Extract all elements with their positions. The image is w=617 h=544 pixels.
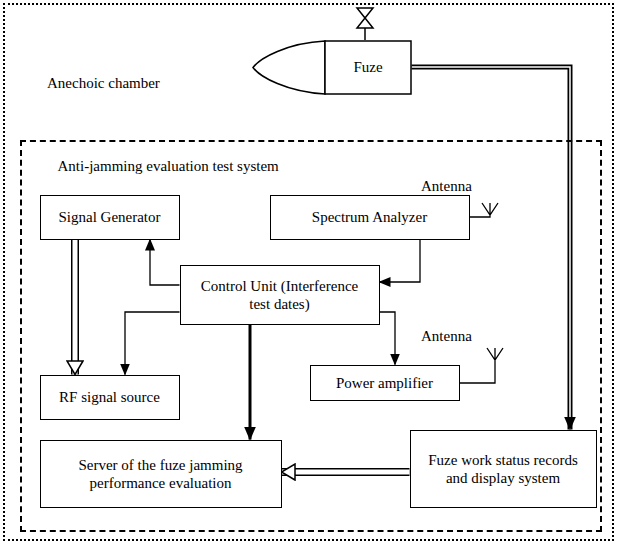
antenna-label: Antenna — [420, 178, 473, 195]
antenna-symbol — [470, 203, 498, 217]
box-label: RF signal source — [59, 388, 160, 406]
fuze-valve-symbol — [357, 8, 373, 40]
box-label: Power amplifier — [336, 374, 433, 392]
box-label: Fuze — [353, 58, 382, 76]
fuze-outline — [252, 40, 412, 95]
process-box: Spectrum Analyzer — [270, 195, 470, 240]
process-box: Server of the fuze jamming performance e… — [40, 440, 282, 508]
antenna-label: Antenna — [420, 328, 473, 345]
box-label: Signal Generator — [58, 208, 160, 226]
connector-arrow — [380, 240, 421, 283]
process-box: Fuze work status records and display sys… — [410, 430, 597, 508]
process-box: Power amplifier — [310, 365, 460, 401]
connector-arrow — [250, 325, 251, 440]
connector-arrow — [150, 240, 180, 286]
box-label: Spectrum Analyzer — [312, 208, 427, 226]
region-title: Anti-jamming evaluation test system — [58, 158, 279, 175]
antenna-symbol — [460, 348, 503, 383]
connector-arrow — [380, 312, 396, 365]
connector-arrow — [125, 312, 180, 375]
system-region: Anti-jamming evaluation test systemSigna… — [20, 140, 602, 532]
process-box: RF signal source — [40, 375, 180, 420]
fuze-body: Fuze — [252, 40, 412, 95]
process-box: Control Unit (Interference test dates) — [180, 265, 380, 325]
chamber-region: Anechoic chamber FuzeAnti-jamming evaluat… — [3, 3, 614, 541]
box-label: Fuze work status records and display sys… — [417, 451, 590, 487]
region-title: Anechoic chamber — [47, 75, 160, 92]
connector-arrow — [282, 472, 410, 473]
process-box: Signal Generator — [40, 195, 180, 240]
box-label: Server of the fuze jamming performance e… — [47, 456, 275, 492]
connector-arrow — [75, 240, 76, 375]
box-label: Control Unit (Interference test dates) — [192, 277, 368, 313]
